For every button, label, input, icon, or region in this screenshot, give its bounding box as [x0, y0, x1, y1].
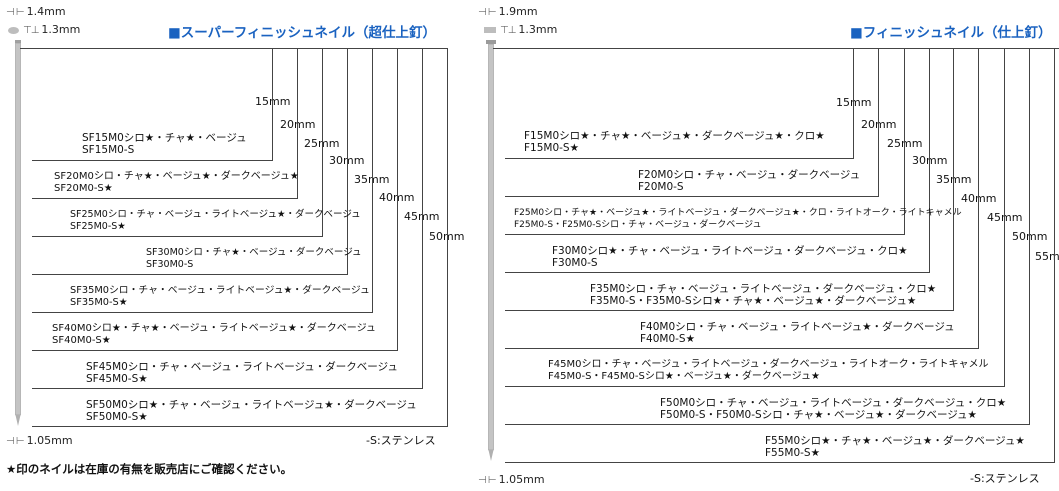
entry-underline: [505, 462, 1055, 463]
entry-underline: [505, 272, 930, 273]
length-label: 40mm: [378, 191, 416, 204]
product-entry: F25M0シロ・チャ★・ベージュ★・ライトベージュ・ダークベージュ★・クロ・ライ…: [514, 208, 962, 230]
product-entry: F50M0シロ・チャ・ベージュ・ライトベージュ・ダークベージュ・クロ★F50M0…: [660, 397, 1007, 421]
entry-underline: [505, 386, 1005, 387]
nail-head-icon: [484, 27, 496, 33]
left-legend: -S:ステンレス: [366, 434, 436, 447]
length-line: [347, 48, 348, 274]
left-head-width: ⊣ ⊢1.4mm: [6, 5, 66, 18]
length-line: [422, 48, 423, 388]
product-entry: F30M0シロ★・チャ・ベージュ・ライトベージュ・ダークベージュ・クロ★F30M…: [552, 245, 908, 269]
entry-underline: [505, 348, 979, 349]
entry-underline: [32, 160, 273, 161]
left-title: ■スーパーフィニッシュネイル（超仕上釘）: [168, 25, 437, 41]
length-label: 35mm: [353, 173, 391, 186]
entry-underline: [505, 310, 954, 311]
length-line: [929, 48, 930, 272]
right-thickness: ⊣ ⊢1.05mm: [478, 473, 545, 486]
length-line: [272, 48, 273, 160]
right-title: ■フィニッシュネイル（仕上釘）: [850, 25, 1052, 41]
length-label: 50mm: [428, 230, 466, 243]
entry-underline: [32, 388, 423, 389]
right-shank-width: ⊤⊥1.3mm: [484, 23, 557, 36]
entry-underline: [32, 236, 323, 237]
length-label: 45mm: [403, 210, 441, 223]
dimension-tick-icon: ⊣ ⊢: [478, 7, 497, 18]
right-head-width: ⊣ ⊢1.9mm: [478, 5, 538, 18]
length-line: [1054, 48, 1055, 462]
entry-underline: [505, 196, 879, 197]
stock-note: ★印のネイルは在庫の有無を販売店にご確認ください。: [6, 462, 293, 476]
length-line: [397, 48, 398, 350]
left-thickness: ⊣ ⊢1.05mm: [6, 434, 73, 447]
length-line: [1029, 48, 1030, 424]
length-label: 30mm: [328, 154, 366, 167]
product-entry: F55M0シロ★・チャ★・ベージュ★・ダークベージュ★F55M0-S★: [765, 435, 1025, 459]
entry-underline: [32, 312, 373, 313]
product-entry: SF20M0シロ・チャ★・ベージュ★・ダークベージュ★SF20M0-S★: [54, 171, 299, 194]
length-line: [953, 48, 954, 310]
dimension-tick-icon: ⊣ ⊢: [478, 475, 497, 486]
dimension-tick-icon: ⊤⊥: [500, 25, 516, 36]
product-entry: F45M0シロ・チャ・ベージュ・ライトベージュ・ダークベージュ・ライトオーク・ラ…: [548, 359, 989, 382]
length-label: 25mm: [303, 137, 341, 150]
length-line: [1004, 48, 1005, 386]
entry-underline: [32, 198, 298, 199]
length-line: [878, 48, 879, 196]
left-nail-illustration: [10, 38, 26, 428]
dimension-tick-icon: ⊤⊥: [23, 25, 39, 36]
top-line: [493, 48, 1059, 49]
right-legend: -S:ステンレス: [970, 472, 1040, 485]
length-line: [904, 48, 905, 234]
entry-underline: [505, 158, 854, 159]
length-line: [297, 48, 298, 198]
length-line: [978, 48, 979, 348]
product-entry: F35M0シロ・チャ・ベージュ・ライトベージュ・ダークベージュ・クロ★F35M0…: [590, 283, 937, 307]
length-line: [447, 48, 448, 426]
length-label: 55mm: [1034, 250, 1059, 263]
length-line: [322, 48, 323, 236]
product-entry: F15M0シロ★・チャ★・ベージュ★・ダークベージュ★・クロ★F15M0-S★: [524, 130, 825, 154]
length-line: [853, 48, 854, 158]
entry-underline: [505, 424, 1030, 425]
entry-underline: [32, 426, 448, 427]
dimension-tick-icon: ⊣ ⊢: [6, 7, 25, 18]
entry-underline: [32, 350, 398, 351]
entry-underline: [32, 274, 348, 275]
nail-head-icon: [8, 26, 19, 34]
entry-underline: [505, 234, 905, 235]
right-nail-illustration: [483, 38, 499, 464]
left-shank-width: ⊤⊥1.3mm: [8, 23, 80, 36]
length-line: [372, 48, 373, 312]
dimension-tick-icon: ⊣ ⊢: [6, 436, 25, 447]
top-line: [20, 48, 448, 49]
